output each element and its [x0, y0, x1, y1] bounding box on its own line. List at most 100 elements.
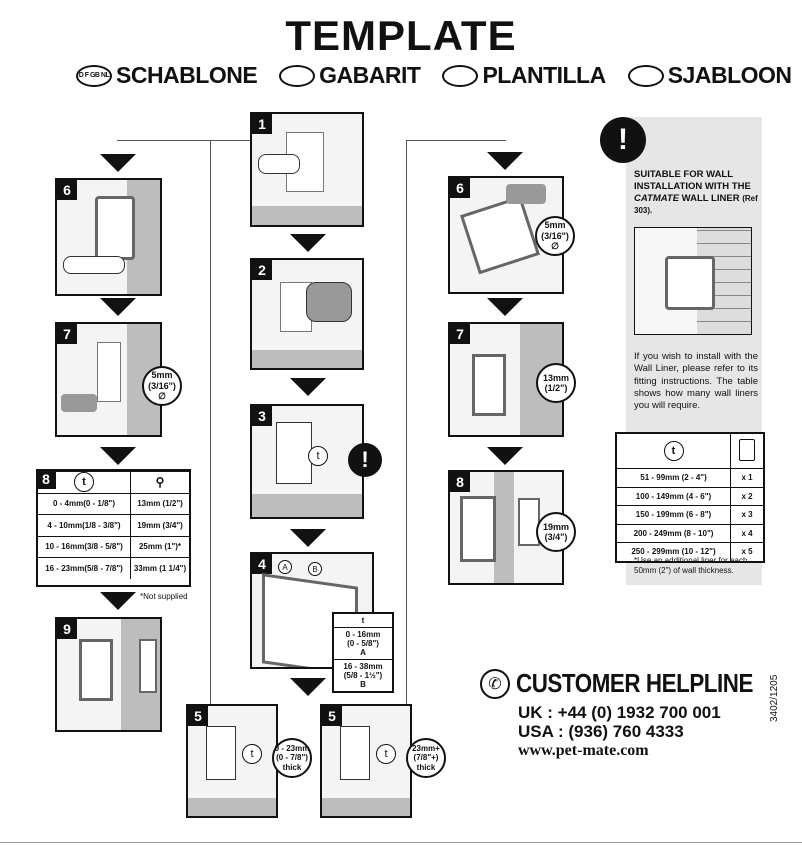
table-cell: 100 - 149mm (4 - 6") — [617, 487, 731, 505]
wall-liner-table: t 51 - 99mm (2 - 4")x 1 100 - 149mm (4 -… — [615, 432, 765, 563]
screw-header: ⚲ — [131, 472, 189, 493]
flow-arrow — [290, 529, 326, 547]
language-option-sjabloon[interactable]: SJABLOON — [627, 62, 792, 89]
step-number: 9 — [57, 619, 77, 639]
product-ref: (Ref 303). — [634, 193, 758, 215]
table-cell: 150 - 199mm (6 - 8") — [617, 506, 731, 524]
wall-liner-image — [634, 227, 752, 335]
table-header-row: t ⚲ — [38, 471, 189, 493]
thickness-range-inch: (7/8"+) — [413, 753, 439, 763]
wall-liner-suitability: SUITABLE FOR WALL INSTALLATION WITH THE … — [634, 169, 758, 217]
phone-icon: ✆ — [480, 669, 510, 699]
wall-section — [494, 472, 514, 583]
cutout-opening — [206, 726, 236, 780]
cutout-opening — [276, 422, 312, 484]
table-cell: 13mm (1/2") — [137, 499, 183, 509]
page-title: TEMPLATE — [285, 12, 517, 59]
step-number: 5 — [322, 706, 342, 726]
liner-icon — [739, 439, 755, 461]
table-cell: x 3 — [741, 510, 753, 520]
thickness-range: 23mm+ — [412, 744, 440, 754]
step-number: 6 — [57, 180, 77, 200]
table-row: 200 - 249mm (8 - 10")x 4 — [617, 523, 763, 542]
table-cell: x 5 — [741, 547, 753, 557]
thickness-icon: t — [74, 472, 94, 493]
screw-size: 13mm — [542, 372, 569, 383]
flow-arrow — [487, 447, 523, 465]
language-checkbox[interactable] — [442, 64, 479, 87]
table-cell: 16 - 23mm(5/8 - 7/8") — [38, 558, 131, 579]
flow-arrow — [100, 592, 136, 610]
drill-size: 5mm — [151, 370, 173, 381]
thickness-range: 0 - 16mm — [345, 630, 381, 639]
language-option-schablone[interactable]: D F GB NL SCHABLONE — [76, 62, 258, 89]
wall-section — [188, 798, 276, 816]
screw-size-inch: (3/4") — [544, 532, 568, 542]
thickness-icon: t — [361, 616, 365, 625]
thickness-range-inch: (0 - 5/8") — [347, 639, 379, 648]
wall-section — [252, 350, 362, 368]
label-a: A — [278, 560, 292, 574]
flow-arrow — [487, 152, 523, 170]
step-left-9-panel: 9 — [55, 617, 162, 732]
hand-illustration — [258, 154, 300, 174]
step-number: 4 — [252, 554, 272, 574]
cat-flap-frame — [665, 256, 715, 310]
language-checkbox[interactable] — [627, 64, 664, 87]
document-code: 3402/1205 — [769, 674, 780, 722]
drill-size-inch: (3/16") — [148, 380, 176, 391]
wall-section — [252, 206, 362, 225]
flow-arrow — [100, 447, 136, 465]
helpline-website-link[interactable]: www.pet-mate.com — [518, 742, 649, 759]
thickness-tag: A — [360, 648, 366, 657]
drill-illustration — [61, 394, 97, 412]
language-checkbox[interactable]: D F GB NL — [76, 64, 112, 87]
table-row: 100 - 149mm (4 - 6")x 2 — [617, 486, 763, 505]
thickness-range-inch: (5/8 - 1½") — [343, 671, 383, 680]
language-label: SCHABLONE — [116, 62, 258, 88]
thickness-tag: B — [360, 680, 366, 689]
label-b: B — [308, 562, 322, 576]
language-checkbox[interactable] — [279, 64, 316, 87]
step-number: 2 — [252, 260, 272, 280]
thickness-range-inch: (0 - 7/8") — [276, 753, 308, 763]
table-cell: 250 - 299mm (10 - 12") — [617, 543, 731, 561]
helpline-title: CUSTOMER HELPLINE — [516, 668, 754, 698]
table-cell: 0 - 4mm(0 - 1/8") — [38, 493, 131, 514]
language-label: PLANTILLA — [482, 62, 606, 88]
diameter-icon: ∅ — [158, 391, 166, 402]
table-row: 150 - 199mm (6 - 8") x 3 — [617, 505, 763, 524]
table-cell: x 4 — [741, 528, 753, 538]
connector-line — [117, 140, 250, 141]
table-row: 250 - 299mm (10 - 12") x 5 — [617, 542, 763, 561]
language-label: GABARIT — [319, 62, 421, 88]
thickness-range: 16 - 38mm — [343, 662, 383, 671]
wall-liner-instructions: If you wish to install with the Wall Lin… — [634, 351, 758, 412]
step-number: 6 — [450, 178, 470, 198]
connector-line — [210, 140, 211, 732]
flow-arrow — [100, 298, 136, 316]
wall-liner-note: *Use an additional liner for each 50mm (… — [634, 556, 748, 576]
warning-icon: ! — [600, 117, 646, 163]
screw-size-callout: 13mm (1/2") — [536, 363, 576, 403]
flow-arrow — [100, 154, 136, 172]
cat-flap-frame — [460, 496, 496, 562]
cat-flap-frame — [472, 354, 506, 416]
hand-illustration — [63, 256, 125, 274]
language-option-gabarit[interactable]: GABARIT — [279, 62, 421, 89]
suitability-text: WALL LINER — [681, 192, 740, 204]
step-right-8-panel: 8 — [448, 470, 564, 585]
step-2-panel: 2 — [250, 258, 364, 370]
language-option-plantilla[interactable]: PLANTILLA — [442, 62, 606, 89]
cutout-opening — [340, 726, 370, 780]
cat-flap-frame — [79, 639, 113, 701]
table-row: 0 - 4mm(0 - 1/8") 13mm (1/2") — [38, 492, 189, 514]
thickness-range-a: 0 - 16mm (0 - 5/8") A — [334, 627, 392, 659]
cat-flap-frame — [139, 639, 157, 693]
drill-size-callout: 5mm (3/16") ∅ — [535, 216, 575, 256]
jigsaw-illustration — [306, 282, 352, 322]
table-row: 51 - 99mm (2 - 4")x 1 — [617, 468, 763, 487]
drill-illustration — [506, 184, 546, 204]
table-row: 10 - 16mm(3/8 - 5/8") 25mm (1")* — [38, 535, 189, 557]
flow-arrow — [290, 378, 326, 396]
